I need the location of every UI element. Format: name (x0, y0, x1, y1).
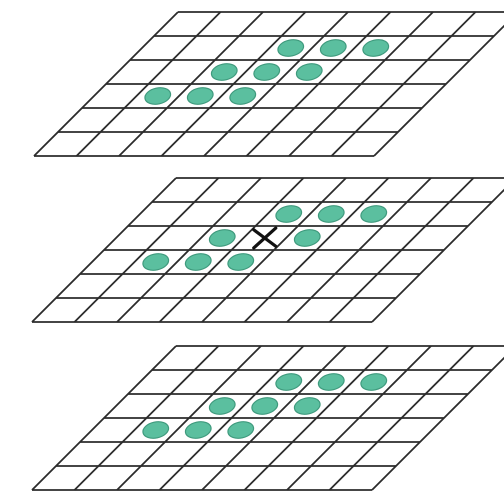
neighbor-point (142, 253, 170, 271)
grid-column-line (371, 188, 504, 323)
grid-column-line (116, 177, 262, 323)
grid-column-line (75, 11, 222, 157)
neighbor-point (142, 421, 170, 439)
neighbor-point (275, 373, 303, 391)
grid-column-line (116, 345, 262, 491)
neighbor-point (229, 87, 257, 105)
grid-column-line (33, 11, 179, 157)
neighbor-point (295, 63, 323, 81)
neighbor-point (253, 63, 281, 81)
neighbor-point (208, 229, 236, 247)
neighbor-point (317, 205, 345, 223)
grid-column-line (373, 24, 504, 157)
neighbor-point (293, 397, 321, 415)
neighbor-point (319, 39, 347, 57)
neighbor-point (184, 253, 212, 271)
grid-column-line (286, 345, 432, 491)
neighbor-point (184, 421, 212, 439)
grid-column-line (73, 345, 220, 491)
grid-column-line (330, 11, 477, 157)
grid-column-line (31, 177, 177, 323)
grid-column-line (158, 177, 305, 323)
center-x-mark (252, 226, 278, 250)
neighbor-point (362, 39, 390, 57)
neighbor-point (360, 373, 388, 391)
grid-column-line (31, 345, 177, 491)
grid-column-line (288, 11, 434, 157)
grid-column-line (118, 11, 264, 157)
grid-column-line (158, 345, 305, 491)
neighbor-point (251, 397, 279, 415)
grid-column-line (286, 177, 432, 323)
neighbor-point (227, 253, 255, 271)
neighbor-point (275, 205, 303, 223)
grid-column-line (203, 11, 349, 157)
neighbor-point (186, 87, 214, 105)
grid-column-line (328, 177, 475, 323)
grid-layer-upper-scale (33, 11, 504, 157)
neighbor-point (208, 397, 236, 415)
grid-column-line (243, 177, 390, 323)
grid-layer-current-scale (31, 177, 504, 323)
grid-column-line (245, 11, 392, 157)
center-x-stroke (252, 226, 278, 250)
grid-column-line (73, 177, 220, 323)
grid-layer-lower-scale (31, 345, 504, 491)
grid-column-line (201, 345, 347, 491)
grid-column-line (160, 11, 307, 157)
neighbor-point (360, 205, 388, 223)
grid-column-line (371, 356, 504, 491)
neighbor-point (144, 87, 172, 105)
grid-column-line (201, 177, 347, 323)
neighbor-point (317, 373, 345, 391)
neighbor-point (210, 63, 238, 81)
neighbor-point (277, 39, 305, 57)
grid-column-line (243, 345, 390, 491)
neighbor-point (293, 229, 321, 247)
neighbor-point (227, 421, 255, 439)
grid-column-line (328, 345, 475, 491)
